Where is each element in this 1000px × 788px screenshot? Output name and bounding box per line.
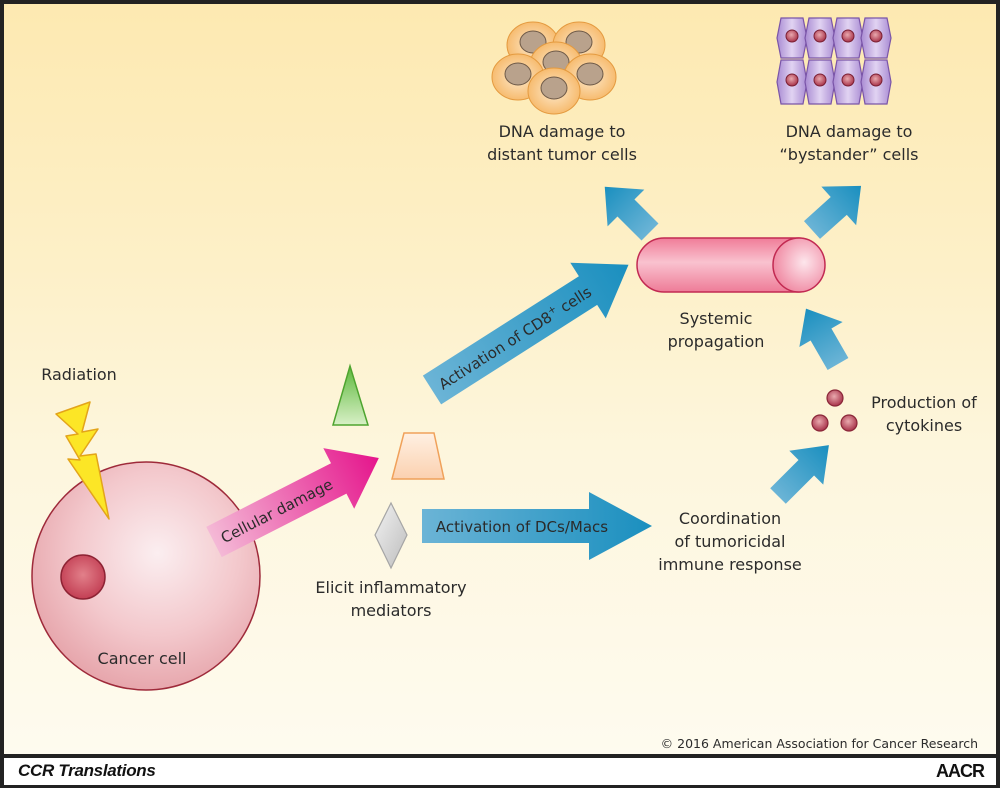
tumor-cell — [527, 67, 581, 115]
bystander-cell — [832, 17, 864, 59]
cancer-cell-membrane — [31, 461, 261, 691]
elicit-label-line1: Elicit inflammatory — [315, 578, 466, 597]
distant-label-line1: DNA damage to — [499, 122, 626, 141]
gray-diamond-mediator — [374, 501, 408, 570]
cytokine-dot — [811, 414, 829, 432]
lightning-bolt-icon — [55, 401, 110, 520]
systemic-propagation-vessel — [636, 237, 826, 293]
bystander-nucleus — [785, 29, 799, 43]
bystander-nucleus — [869, 73, 883, 87]
journal-title: CCR Translations — [18, 761, 156, 780]
bystander-cell — [804, 17, 836, 59]
bystander-label-line1: DNA damage to — [786, 122, 913, 141]
activation-dcs-label: Activation of DCs/Macs — [436, 518, 608, 536]
diagram-canvas: Cancer cell Radiation Cellular damage El… — [31, 17, 978, 751]
bystander-nucleus — [785, 73, 799, 87]
bystander-cells — [776, 17, 892, 105]
bystander-nucleus — [869, 29, 883, 43]
aacr-logo: AACR — [936, 761, 985, 781]
cytokine-dots — [811, 389, 858, 432]
radiation-label: Radiation — [41, 365, 117, 384]
cytokine-dot — [840, 414, 858, 432]
activation-cd8-label: Activation of CD8+ cells — [436, 283, 595, 394]
cytokines-label-line2: cytokines — [886, 416, 962, 435]
coordination-label-line2: of tumoricidal — [675, 532, 786, 551]
arrow-to-bystander — [803, 185, 862, 239]
arrow-to-distant-tumor — [604, 186, 659, 241]
bystander-cell — [776, 59, 808, 105]
activation-cd8-arrow: Activation of CD8+ cells — [422, 262, 629, 405]
arrow-to-cytokines — [770, 445, 829, 504]
bystander-nucleus — [813, 29, 827, 43]
bystander-nucleus — [813, 73, 827, 87]
coordination-label-line1: Coordination — [679, 509, 781, 528]
arrow-to-systemic — [799, 308, 849, 370]
cancer-cell-nucleus — [60, 554, 106, 600]
cancer-cell-label: Cancer cell — [98, 649, 187, 668]
distant-label-line2: distant tumor cells — [487, 145, 637, 164]
bystander-label-line2: “bystander” cells — [780, 145, 919, 164]
elicit-label-line2: mediators — [351, 601, 432, 620]
bystander-cell — [832, 59, 864, 105]
coordination-label-line3: immune response — [658, 555, 802, 574]
distant-tumor-cells — [491, 21, 617, 115]
systemic-label-line1: Systemic — [680, 309, 753, 328]
bystander-cell — [860, 17, 892, 59]
cytokines-label-line1: Production of — [871, 393, 977, 412]
activation-dcs-arrow: Activation of DCs/Macs — [422, 492, 652, 560]
bystander-cell — [860, 59, 892, 105]
diagram-panel: Cancer cell Radiation Cellular damage El… — [4, 4, 996, 754]
footer-bar: CCR Translations AACR — [4, 758, 996, 785]
systemic-label-line2: propagation — [668, 332, 765, 351]
bystander-cell — [804, 59, 836, 105]
cancer-cell: Cancer cell — [31, 461, 261, 691]
bystander-cell — [776, 17, 808, 59]
copyright-notice: © 2016 American Association for Cancer R… — [661, 736, 978, 751]
orange-trapezoid-mediator — [391, 432, 445, 480]
bystander-nucleus — [841, 29, 855, 43]
bystander-nucleus — [841, 73, 855, 87]
green-triangle-mediator — [332, 363, 370, 426]
cytokine-dot — [826, 389, 844, 407]
